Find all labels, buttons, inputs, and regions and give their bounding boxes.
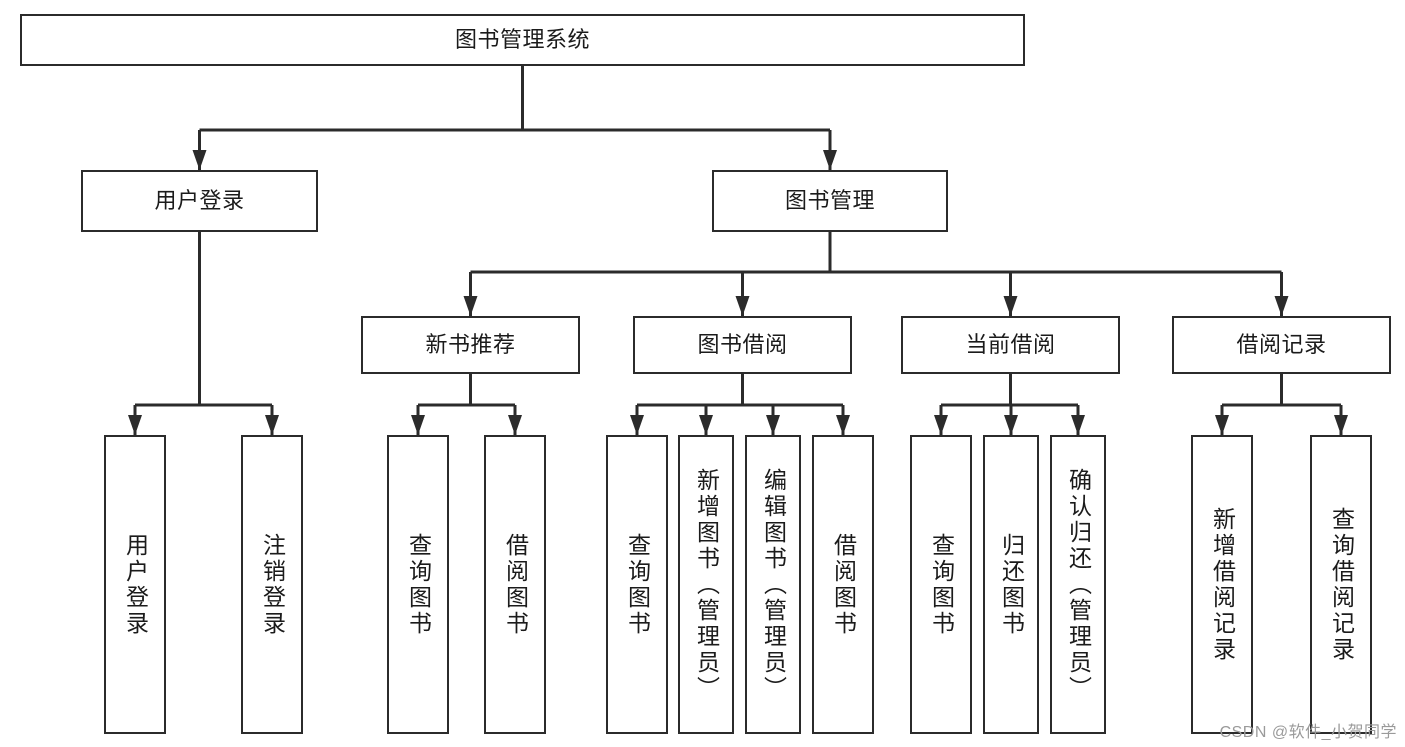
node-leaf-return[interactable]: 归还图书 — [983, 435, 1039, 734]
node-user-login[interactable]: 用户登录 — [81, 170, 318, 232]
node-label: 用户登录 — [122, 532, 149, 637]
node-leaf-confirm[interactable]: 确认归还（管理员） — [1050, 435, 1106, 734]
node-current-borrow[interactable]: 当前借阅 — [901, 316, 1120, 374]
node-label: 借阅图书 — [502, 532, 529, 637]
node-label: 用户登录 — [154, 188, 245, 214]
watermark: CSDN @软件_小贺同学 — [1219, 724, 1397, 741]
node-label: 新书推荐 — [425, 332, 516, 358]
node-leaf-query-1[interactable]: 查询图书 — [387, 435, 449, 734]
node-book-borrow[interactable]: 图书借阅 — [633, 316, 852, 374]
node-leaf-logout[interactable]: 注销登录 — [241, 435, 303, 734]
node-leaf-user-login[interactable]: 用户登录 — [104, 435, 166, 734]
node-label: 查询图书 — [624, 532, 651, 637]
node-label: 新增借阅记录 — [1209, 506, 1236, 663]
node-leaf-borrow-2[interactable]: 借阅图书 — [812, 435, 874, 734]
node-leaf-query-2[interactable]: 查询图书 — [606, 435, 668, 734]
node-label: 注销登录 — [259, 532, 286, 637]
node-label: 查询图书 — [405, 532, 432, 637]
node-label: 图书借阅 — [697, 332, 788, 358]
node-book-manage[interactable]: 图书管理 — [712, 170, 948, 232]
node-borrow-record[interactable]: 借阅记录 — [1172, 316, 1391, 374]
node-label: 查询图书 — [928, 532, 955, 637]
node-label: 归还图书 — [998, 532, 1025, 637]
node-new-book-rec[interactable]: 新书推荐 — [361, 316, 580, 374]
node-leaf-edit-book[interactable]: 编辑图书（管理员） — [745, 435, 801, 734]
node-label: 借阅记录 — [1236, 332, 1327, 358]
node-label: 图书管理系统 — [454, 27, 590, 53]
node-label: 编辑图书（管理员） — [760, 467, 787, 702]
node-label: 确认归还（管理员） — [1065, 467, 1092, 702]
node-leaf-query-3[interactable]: 查询图书 — [910, 435, 972, 734]
node-leaf-borrow-1[interactable]: 借阅图书 — [484, 435, 546, 734]
node-leaf-add-book[interactable]: 新增图书（管理员） — [678, 435, 734, 734]
node-label: 查询借阅记录 — [1328, 506, 1355, 663]
node-leaf-add-rec[interactable]: 新增借阅记录 — [1191, 435, 1253, 734]
node-label: 新增图书（管理员） — [693, 467, 720, 702]
node-leaf-query-rec[interactable]: 查询借阅记录 — [1310, 435, 1372, 734]
node-label: 借阅图书 — [830, 532, 857, 637]
node-root[interactable]: 图书管理系统 — [20, 14, 1025, 66]
node-label: 当前借阅 — [965, 332, 1056, 358]
node-label: 图书管理 — [784, 188, 875, 214]
